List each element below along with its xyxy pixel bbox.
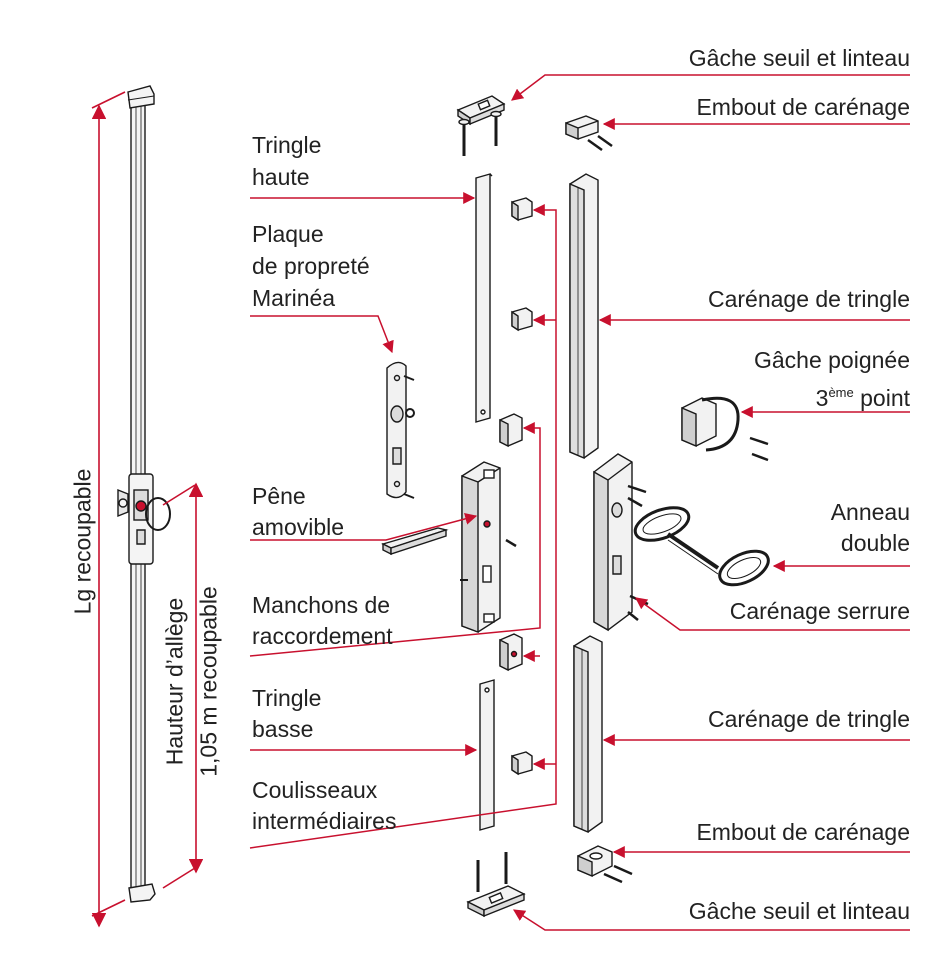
label-gache-poignee-line2: 3ème point — [816, 377, 910, 414]
carenage-tringle-top — [569, 173, 599, 460]
bottom-end-fitting — [128, 883, 156, 903]
label-pene-line1: Pêne — [252, 483, 306, 509]
label-pene-line2: amovible — [252, 514, 345, 540]
label-gache-seuil-top: Gâche seuil et linteau — [688, 45, 910, 71]
plaque-proprete — [386, 361, 415, 499]
dimension-lines — [91, 91, 204, 928]
label-plaque-line3: Marinéa — [252, 285, 336, 311]
gache-poignee-ordinal: 3 — [815, 385, 829, 411]
callout-lines — [249, 74, 910, 931]
label-tringle-haute-line2: haute — [252, 164, 310, 190]
label-lg-recoupable: Lg recoupable — [69, 468, 96, 615]
label-tringle-basse-line2: basse — [252, 716, 314, 742]
lock-case — [460, 461, 517, 634]
label-plaque-line1: Plaque — [252, 221, 324, 247]
manchon-top — [499, 413, 523, 448]
pene-amovible — [381, 527, 449, 556]
manchon-bottom — [499, 633, 523, 672]
label-gache-seuil-bottom: Gâche seuil et linteau — [688, 898, 910, 924]
top-end-fitting — [127, 85, 155, 109]
tringle-basse — [479, 679, 495, 831]
label-carenage-tringle-top: Carénage de tringle — [707, 286, 910, 312]
bottom-embout — [577, 845, 633, 884]
label-hauteur-allege: Hauteur d’allège — [161, 597, 188, 766]
bottom-gache-plate — [466, 852, 526, 918]
label-manchons-line2: raccordement — [252, 623, 393, 649]
label-embout-top: Embout de carénage — [696, 94, 910, 120]
label-coulisseaux-line1: Coulisseaux — [252, 777, 378, 803]
coulisseau-bottom — [511, 751, 533, 776]
assembled-espagnolette — [117, 85, 171, 903]
gache-poignee-superscript: ème — [828, 385, 854, 400]
label-embout-bottom: Embout de carénage — [696, 819, 910, 845]
label-coulisseaux-line2: intermédiaires — [252, 808, 397, 834]
coulisseau-top-1 — [511, 197, 533, 222]
label-recoupable-105: 1,05 m recoupable — [195, 586, 222, 777]
label-anneau-line1: Anneau — [830, 499, 910, 525]
anneau-double — [633, 506, 770, 587]
gache-poignee — [681, 396, 769, 462]
coulisseau-top-2 — [511, 307, 533, 332]
top-gache-plate — [456, 95, 506, 156]
label-manchons-line1: Manchons de — [252, 592, 391, 618]
carenage-serrure — [593, 453, 649, 632]
label-anneau-line2: double — [840, 530, 910, 556]
label-gache-poignee-line1: Gâche poignée — [753, 347, 910, 373]
label-carenage-tringle-bottom: Carénage de tringle — [707, 706, 910, 732]
carenage-tringle-bottom — [573, 635, 603, 834]
label-tringle-haute-line1: Tringle — [252, 132, 322, 158]
gache-poignee-point: point — [853, 385, 910, 411]
tringle-haute — [475, 173, 493, 423]
label-plaque-line2: de propreté — [252, 253, 370, 279]
label-carenage-serrure: Carénage serrure — [729, 598, 910, 624]
top-embout — [565, 115, 613, 152]
label-tringle-basse-line1: Tringle — [252, 685, 322, 711]
